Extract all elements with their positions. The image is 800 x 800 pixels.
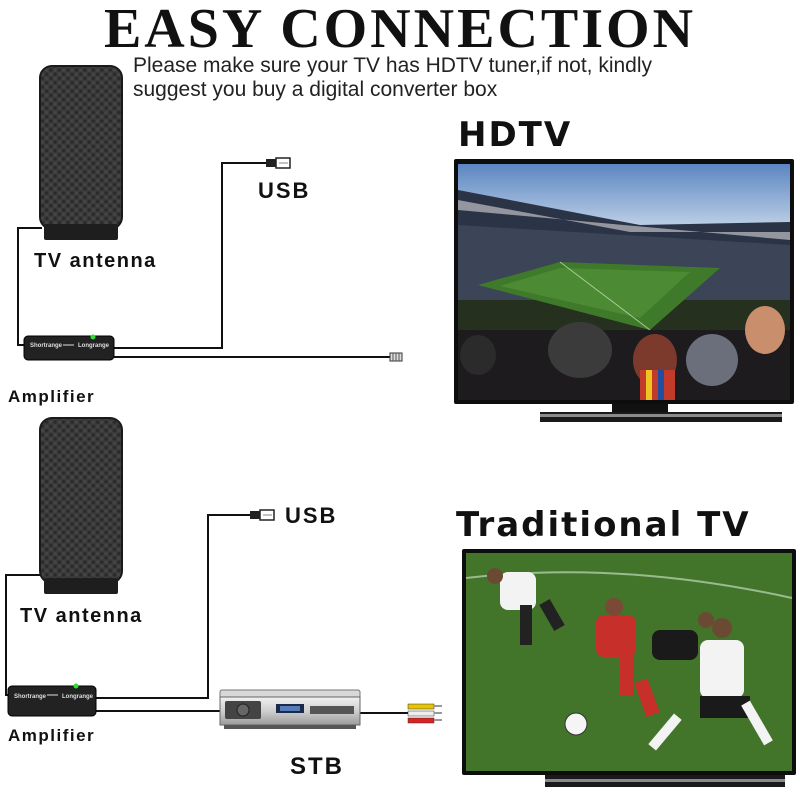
stb-icon (219, 689, 361, 729)
traditional-tv-icon (462, 549, 796, 787)
bottom-usb-plug (250, 509, 275, 521)
player-black-1 (652, 612, 714, 660)
tuner-note-line-1: Please make sure your TV has HDTV tuner,… (133, 54, 653, 77)
top-coax-connector (389, 352, 403, 362)
stb-label: STB (290, 753, 344, 780)
top-usb-cable (112, 162, 268, 349)
bottom-usb-label: USB (285, 503, 338, 528)
top-amp-switch-right: Longrange (78, 343, 110, 349)
hdtv-label: HDTV (458, 115, 573, 155)
top-amplifier-icon: Shortrange Longrange (23, 334, 115, 361)
player-white-1 (487, 568, 565, 645)
bottom-amp-switch-left: Shortrange (14, 694, 47, 700)
bottom-amp-switch-right: Longrange (62, 694, 94, 700)
player-red-1 (596, 598, 660, 717)
player-white-2 (648, 618, 773, 751)
hdtv-icon (454, 159, 794, 422)
top-antenna-label: TV antenna (34, 250, 157, 272)
page-title: EASY CONNECTION (103, 0, 697, 60)
bottom-amplifier-icon: Shortrange Longrange (7, 683, 97, 717)
top-amp-switch-left: Shortrange (30, 343, 63, 349)
av-rca-plugs (407, 703, 442, 724)
bottom-amplifier-led (73, 683, 79, 689)
tuner-note-line-2: suggest you buy a digital converter box (133, 78, 498, 101)
top-antenna-icon (39, 65, 123, 240)
top-amplifier-label: Amplifier (8, 387, 96, 406)
tuner-note: Please make sure your TV has HDTV tuner,… (133, 54, 753, 102)
bottom-usb-cable (95, 514, 252, 699)
top-usb-label: USB (258, 178, 311, 203)
top-antenna-cable (17, 227, 42, 346)
bottom-amplifier-label: Amplifier (8, 726, 96, 745)
bottom-antenna-icon (39, 417, 123, 594)
top-amplifier-led (90, 334, 96, 340)
top-cables (17, 162, 392, 358)
bottom-antenna-label: TV antenna (20, 605, 143, 627)
traditional-tv-label: Traditional TV (456, 505, 751, 545)
soccer-ball (564, 712, 588, 736)
bottom-antenna-cable (5, 574, 42, 696)
top-usb-plug (266, 157, 291, 169)
